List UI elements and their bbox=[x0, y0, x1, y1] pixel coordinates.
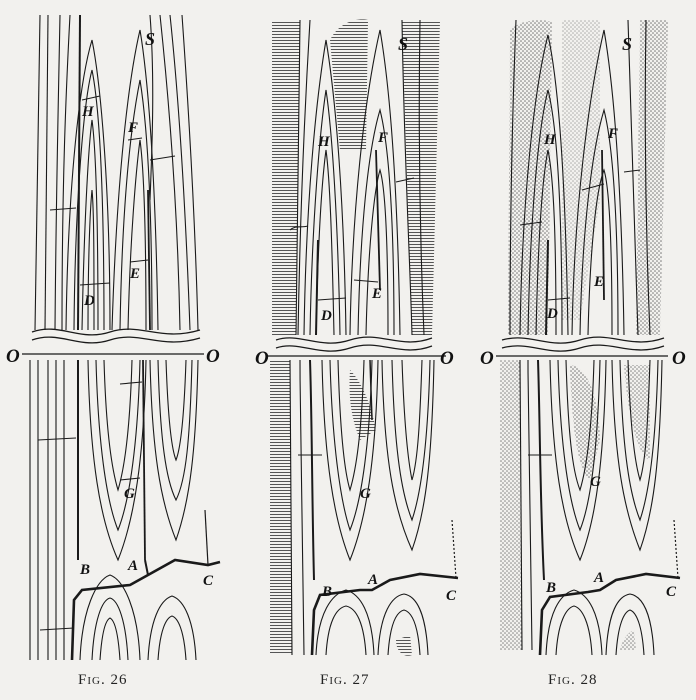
label-a: A bbox=[593, 570, 604, 586]
label-o-left: O bbox=[480, 348, 494, 369]
label-g: G bbox=[360, 486, 371, 502]
label-d: D bbox=[546, 306, 558, 322]
label-o-right: O bbox=[672, 348, 686, 369]
figure-26 bbox=[22, 15, 220, 660]
label-b: B bbox=[545, 580, 556, 596]
label-e: E bbox=[371, 286, 382, 302]
label-a: A bbox=[367, 572, 378, 588]
label-s: S bbox=[398, 34, 408, 54]
label-b: B bbox=[321, 584, 332, 600]
label-o-right: O bbox=[206, 346, 220, 367]
label-h: H bbox=[81, 104, 95, 120]
label-h: H bbox=[317, 134, 331, 150]
label-e: E bbox=[593, 274, 604, 290]
label-o-left: O bbox=[255, 348, 269, 369]
label-g: G bbox=[124, 486, 135, 502]
label-b: B bbox=[79, 562, 90, 578]
caption-fig-28: Fig. 28 bbox=[548, 672, 597, 689]
label-d: D bbox=[83, 293, 95, 309]
label-c: C bbox=[446, 588, 457, 604]
label-f: F bbox=[127, 120, 138, 136]
label-d: D bbox=[320, 308, 332, 324]
caption-fig-26: Fig. 26 bbox=[78, 672, 127, 689]
label-g: G bbox=[590, 474, 601, 490]
label-a: A bbox=[127, 558, 138, 574]
label-h: H bbox=[543, 132, 557, 148]
label-s: S bbox=[622, 34, 632, 54]
label-f: F bbox=[377, 130, 388, 146]
label-o-left: O bbox=[6, 346, 20, 367]
label-s: S bbox=[145, 29, 155, 49]
caption-fig-27: Fig. 27 bbox=[320, 672, 369, 689]
label-e: E bbox=[129, 266, 140, 282]
label-c: C bbox=[666, 584, 677, 600]
label-c: C bbox=[203, 573, 214, 589]
label-o-right: O bbox=[440, 348, 454, 369]
label-f: F bbox=[607, 126, 618, 142]
figure-28 bbox=[500, 20, 668, 650]
